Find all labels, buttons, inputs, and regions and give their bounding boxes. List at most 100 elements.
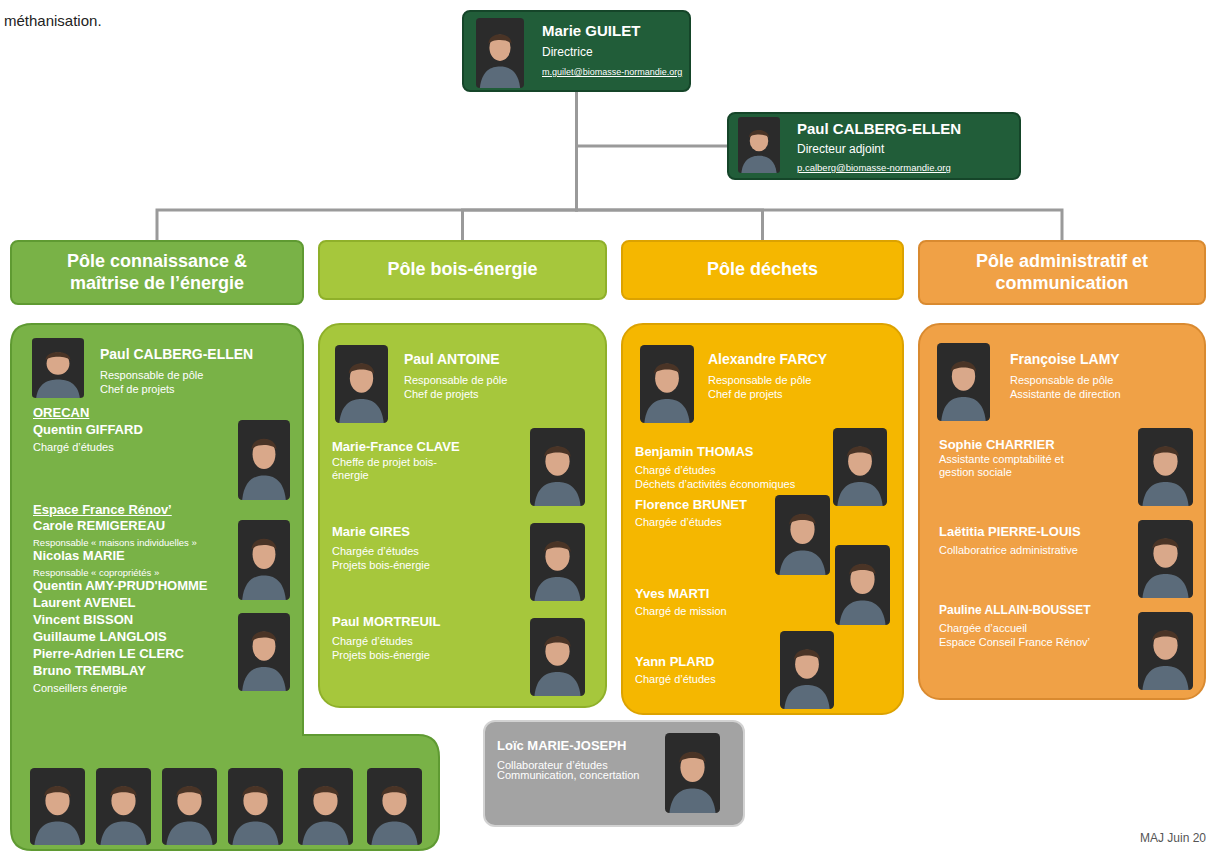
text-slot: Chargée d’accueil (939, 618, 1027, 636)
text-slot: Paul MORTREUIL (332, 612, 440, 630)
person-name: Marie-France CLAVE (332, 440, 460, 455)
text-slot: Paul ANTOINE (404, 350, 500, 368)
person-name: Françoise LAMY (1010, 351, 1120, 367)
person-name: Marie GUILET (542, 22, 640, 39)
person-name: Paul CALBERG-ELLEN (100, 346, 253, 362)
text-slot: Marie GIRES (332, 522, 410, 540)
role-text: Responsable de pôle (404, 374, 507, 387)
role-text: Projets bois-énergie (332, 649, 430, 662)
role-text: Responsable « copropriétés » (33, 568, 159, 579)
text-slot: Carole REMIGEREAU (33, 516, 165, 534)
person-name: Laëtitia PIERRE-LOUIS (939, 525, 1081, 540)
text-slot: Chef de projets (100, 379, 175, 397)
text-slot: Chef de projets (404, 384, 479, 402)
role-text: Assistante de direction (1010, 388, 1121, 401)
person-name: Nicolas MARIE (33, 549, 125, 564)
role-text: Collaboratrice administrative (939, 544, 1078, 557)
header-text: Pôle connaissance & maîtrise de l’énergi… (34, 251, 280, 294)
text-slot: Quentin GIFFARD (33, 420, 143, 438)
text-slot: Alexandre FARCY (708, 350, 827, 368)
role-text: Chargé d’études (635, 464, 716, 477)
text-slot: Déchets d’activités économiques (635, 474, 795, 492)
text-slot: Chargé de mission (635, 601, 727, 619)
text-slot: Chargé d’études (635, 669, 716, 687)
text-slot: Paul CALBERG-ELLEN (797, 120, 961, 138)
person-name: Guillaume LANGLOIS (33, 630, 167, 645)
text-slot: Yves MARTI (635, 584, 709, 602)
role-text: Chargée d’études (332, 545, 419, 558)
text-slot: Bruno TREMBLAY (33, 661, 146, 679)
person-name: Bruno TREMBLAY (33, 664, 146, 679)
person-name: Florence BRUNET (635, 498, 747, 513)
deputy-director-box: Paul CALBERG-ELLEN Directeur adjointp.cal… (727, 112, 1021, 180)
role-text: Chef de projets (100, 383, 175, 396)
team-panel: Françoise LAMY Responsable de pôleAssista… (918, 323, 1206, 700)
text-slot: Projets bois-énergie (332, 555, 430, 573)
cut-off-text: méthanisation. (4, 12, 102, 29)
role-text: Déchets d’activités économiques (635, 478, 795, 491)
text-slot: Sophie CHARRIER (939, 435, 1055, 453)
person-name: Carole REMIGEREAU (33, 519, 165, 534)
text-slot: Pôle connaissance & maîtrise de l’énergi… (12, 242, 302, 303)
staff-box: Loïc MARIE-JOSEPHCollaborateur d’étudesC… (483, 720, 745, 827)
text-slot: Communication, concertation (497, 769, 647, 782)
department-header: Pôle connaissance & maîtrise de l’énergi… (10, 240, 304, 305)
text-slot: Marie GUILET (542, 22, 640, 40)
text-slot: Marie-France CLAVE (332, 437, 460, 455)
person-name: Alexandre FARCY (708, 351, 827, 367)
text-slot: Pôle déchets (623, 242, 902, 298)
team-panel: Alexandre FARCYResponsable de pôleChef d… (621, 323, 904, 715)
department-header: Pôle bois-énergie (318, 240, 607, 300)
person-name: Sophie CHARRIER (939, 438, 1055, 453)
department-header: Pôle administratif et communication (918, 240, 1206, 305)
text-slot: méthanisation. (4, 12, 102, 30)
text-slot: Espace France Rénov’ (33, 500, 172, 518)
text-slot: Conseillers énergie (33, 678, 127, 696)
role-text: Chargé d’études (635, 673, 716, 686)
text-slot: Laëtitia PIERRE-LOUIS (939, 522, 1081, 540)
header-text: Pôle administratif et communication (942, 251, 1182, 294)
role-text: Chef de projets (404, 388, 479, 401)
role-text: Responsable de pôle (100, 369, 203, 382)
text-slot: Benjamin THOMAS (635, 442, 753, 460)
role-text: m.guilet@biomasse-normandie.org (542, 67, 682, 77)
person-name: Quentin AMY-PRUD'HOMME (33, 579, 208, 594)
text-slot: Projets bois-énergie (332, 645, 430, 663)
text-slot: Responsable de pôle (708, 370, 811, 388)
org-connector (577, 92, 1063, 240)
role-text: Responsable « maisons individuelles » (33, 538, 197, 549)
team-panel: Paul ANTOINE Responsable de pôleChef de p… (318, 323, 607, 708)
text-slot: Vincent BISSON (33, 610, 133, 628)
role-text: Directeur adjoint (797, 143, 884, 157)
person-name: Paul ANTOINE (404, 351, 500, 367)
org-connector (577, 92, 728, 146)
role-text: Conseillers énergie (33, 682, 127, 695)
text-slot: Responsable de pôle (1010, 370, 1113, 388)
text-slot: ORECAN (33, 403, 89, 421)
role-text: Chargé de mission (635, 605, 727, 618)
text-slot: p.calberg@biomasse-normandie.org (797, 157, 951, 175)
text-slot: Chargé d’études (635, 460, 716, 478)
role-text: Cheffe de projet bois-énergie (332, 456, 437, 481)
person-name: Yves MARTI (635, 587, 709, 602)
role-text: Chargée d’accueil (939, 622, 1027, 635)
person-name: Paul CALBERG-ELLEN (797, 120, 961, 137)
person-name: Marie GIRES (332, 525, 410, 540)
person-name: Quentin GIFFARD (33, 423, 143, 438)
person-name: Laurent AVENEL (33, 596, 136, 611)
text-slot: Responsable de pôle (404, 370, 507, 388)
text-slot: Chargé d’études (332, 631, 413, 649)
role-text: Chargé d’études (33, 441, 114, 454)
person-name: Paul MORTREUIL (332, 615, 440, 630)
text-slot: MAJ Juin 2022 (1140, 828, 1206, 846)
text-slot: Chargé d’études (33, 437, 114, 455)
header-text: Pôle bois-énergie (387, 259, 537, 281)
department-header: Pôle déchets (621, 240, 904, 300)
text-slot: Pôle administratif et communication (920, 242, 1204, 303)
text-slot: Paul CALBERG-ELLEN (100, 345, 253, 363)
text-slot: Cheffe de projet bois-énergie (332, 456, 437, 481)
text-slot: Pôle bois-énergie (320, 242, 605, 298)
text-slot: Directeur adjoint (797, 139, 884, 157)
role-text: Communication, concertation (497, 769, 647, 782)
text-slot: Chargée d’études (332, 541, 419, 559)
